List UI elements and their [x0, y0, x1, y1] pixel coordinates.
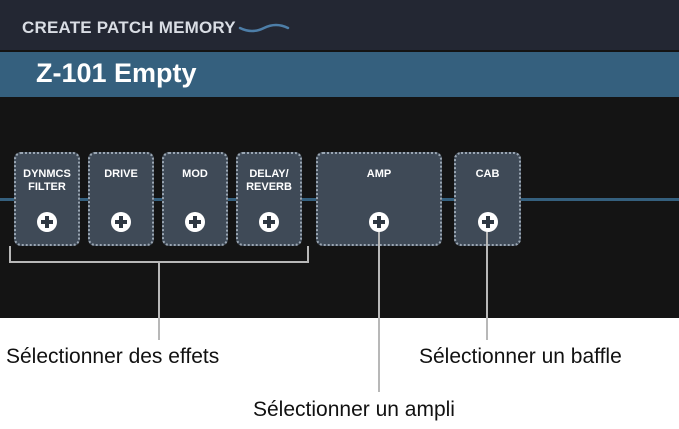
callout-cab: Sélectionner un baffle: [419, 345, 622, 368]
patch-name: Z-101 Empty: [36, 58, 197, 88]
plus-icon: [37, 212, 57, 232]
header-bar: CREATE PATCH MEMORY: [0, 0, 679, 50]
effects-bracket: [9, 246, 309, 263]
callout-effects: Sélectionner des effets: [6, 345, 220, 368]
wave-icon: [238, 23, 290, 33]
slot-label: DELAY/ REVERB: [246, 168, 292, 193]
slot-drive[interactable]: DRIVE: [88, 152, 154, 246]
slot-label: MOD: [182, 168, 208, 180]
slot-label: CAB: [475, 168, 500, 180]
header-title: CREATE PATCH MEMORY: [22, 18, 236, 37]
device-screen: CREATE PATCH MEMORY Z-101 Empty DYNMCS F…: [0, 0, 679, 318]
plus-icon: [185, 212, 205, 232]
slot-label: DRIVE: [104, 168, 138, 180]
plus-icon: [477, 212, 498, 232]
plus-icon: [111, 212, 131, 232]
callout-amp: Sélectionner un ampli: [253, 398, 455, 421]
slot-mod[interactable]: MOD: [162, 152, 228, 246]
slot-delay-reverb[interactable]: DELAY/ REVERB: [236, 152, 302, 246]
patch-name-bar: [0, 52, 679, 97]
slot-label: DYNMCS FILTER: [23, 168, 71, 193]
plus-icon: [259, 212, 279, 232]
slot-cab[interactable]: CAB: [454, 152, 521, 246]
plus-icon: [369, 212, 389, 232]
slot-label: AMP: [366, 168, 392, 180]
slot-dynamics-filter[interactable]: DYNMCS FILTER: [14, 152, 80, 246]
